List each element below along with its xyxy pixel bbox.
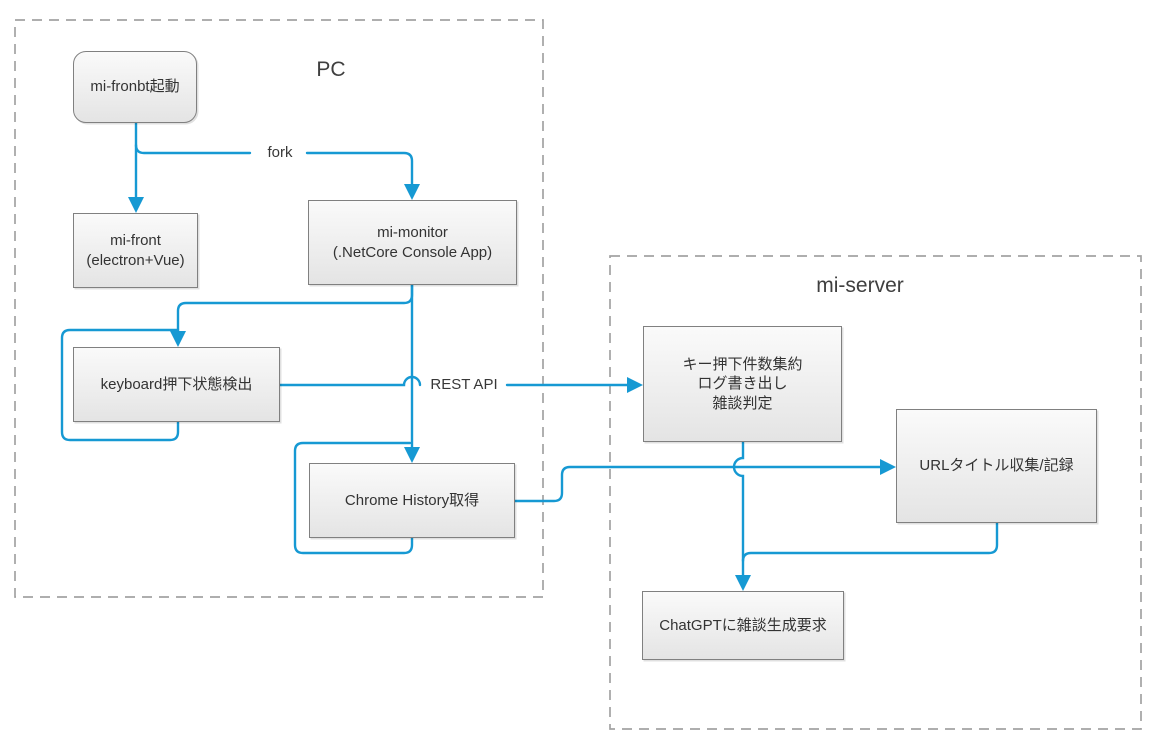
- edge-monitor-to-keyboard: [176, 283, 414, 333]
- node-keyboard-detect: keyboard押下状態検出: [73, 347, 280, 422]
- arrowhead-chatgpt: [735, 575, 751, 591]
- edge-fork-branch: [134, 143, 414, 186]
- edge-chrome-self-loop: [293, 441, 414, 555]
- edge-label-rest-api: REST API: [430, 376, 498, 393]
- arrowhead-chrome: [404, 447, 420, 463]
- edge-keyboard-self-loop: [60, 328, 180, 442]
- node-mi-monitor: mi-monitor (.NetCore Console App): [308, 200, 517, 285]
- edge-aggregate-to-chatgpt: [732, 440, 745, 577]
- node-mi-fronbt-boot: mi-fronbt起動: [73, 51, 197, 123]
- node-mi-front: mi-front (electron+Vue): [73, 213, 198, 288]
- arrowhead-aggregate: [627, 377, 643, 393]
- container-pc-title: PC: [316, 58, 346, 81]
- arrowhead-keyboard: [170, 331, 186, 347]
- node-chatgpt-request: ChatGPTに雑談生成要求: [642, 591, 844, 660]
- edge-label-fork: fork: [267, 144, 293, 161]
- arrowhead-url: [880, 459, 896, 475]
- container-pc-border: [14, 19, 544, 598]
- node-url-title-collect: URLタイトル収集/記録: [896, 409, 1097, 523]
- node-chrome-history: Chrome History取得: [309, 463, 515, 538]
- arrowhead-front: [128, 197, 144, 213]
- node-key-aggregate: キー押下件数集約 ログ書き出し 雑談判定: [643, 326, 842, 442]
- container-mi-server-border: [609, 255, 1142, 730]
- edge-url-join: [741, 521, 999, 563]
- arrowhead-monitor: [404, 184, 420, 200]
- container-mi-server-title: mi-server: [816, 274, 904, 297]
- edge-chrome-to-url: [513, 465, 882, 503]
